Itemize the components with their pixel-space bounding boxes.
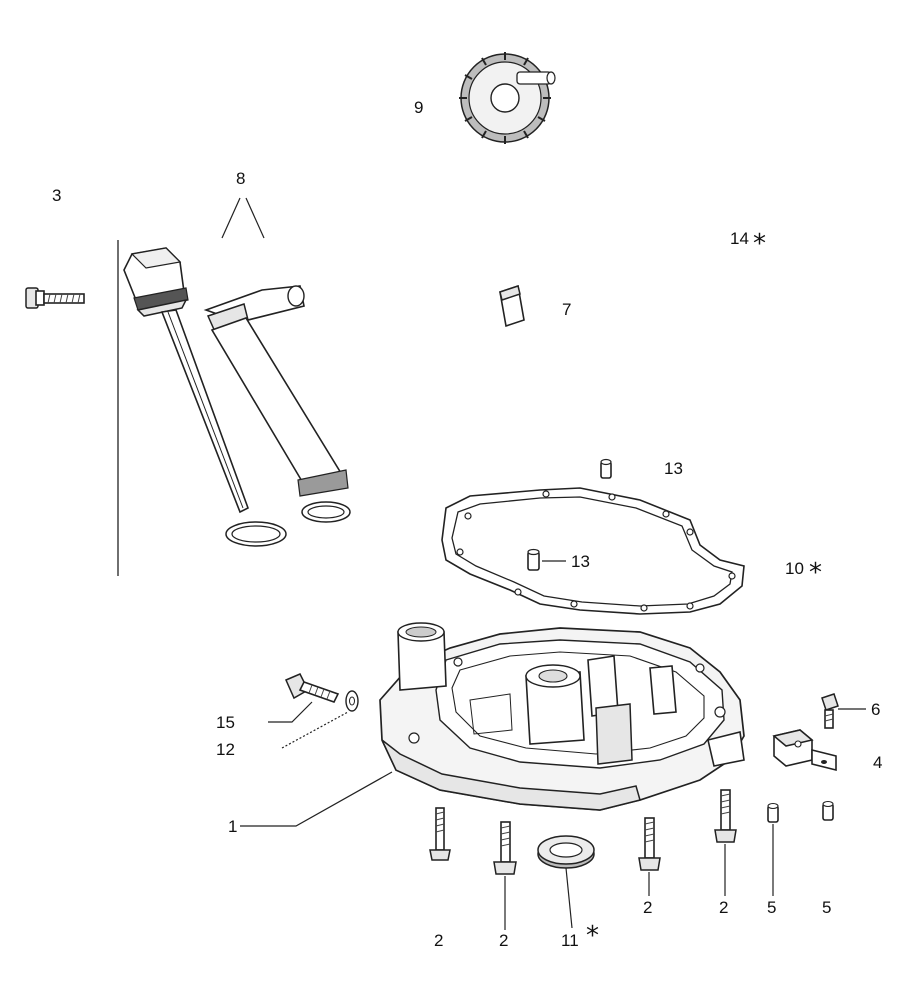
callout-1: 1 bbox=[228, 817, 237, 836]
callout-11: 11 bbox=[561, 931, 579, 950]
filler-tube-part-8 bbox=[203, 285, 349, 497]
bolt-part-2-a bbox=[429, 807, 451, 861]
bolt-part-15 bbox=[285, 673, 340, 703]
bolt-part-2-d bbox=[714, 789, 737, 843]
gasket-part-10 bbox=[441, 487, 745, 615]
callout-2-c: 2 bbox=[643, 898, 652, 917]
callout-13-top: 13 bbox=[664, 459, 683, 478]
callout-4: 4 bbox=[873, 753, 882, 772]
callout-12: 12 bbox=[216, 740, 235, 759]
dipstick-part-8 bbox=[123, 247, 249, 514]
bolt-part-6 bbox=[821, 693, 839, 729]
leader-8-right bbox=[245, 197, 265, 239]
bolt-part-2-b bbox=[493, 821, 517, 875]
dowel-pin-part-13-center bbox=[527, 548, 540, 571]
callout-6: 6 bbox=[871, 700, 880, 719]
key-part-7 bbox=[499, 284, 525, 328]
washer-part-12 bbox=[345, 690, 359, 712]
bolt-part-3 bbox=[25, 287, 85, 309]
bracket-part-4 bbox=[772, 729, 837, 772]
callout-5-a: 5 bbox=[767, 898, 776, 917]
callout-7: 7 bbox=[562, 300, 571, 319]
gear-part-9 bbox=[459, 52, 556, 144]
asterisk-14: * bbox=[753, 229, 766, 259]
bolt-part-2-c bbox=[638, 817, 661, 871]
leader-15 bbox=[268, 701, 313, 723]
leader-8-left bbox=[221, 197, 241, 239]
callout-5-b: 5 bbox=[822, 898, 831, 917]
callout-8: 8 bbox=[236, 169, 245, 188]
leader-11 bbox=[565, 867, 573, 929]
pin-part-5-a bbox=[767, 802, 779, 823]
leader-12 bbox=[281, 711, 349, 749]
asterisk-11: * bbox=[586, 921, 599, 951]
oring-washer-right bbox=[301, 501, 351, 523]
callout-15: 15 bbox=[216, 713, 235, 732]
oring-washer-left bbox=[225, 521, 287, 547]
callout-10: 10 bbox=[785, 559, 804, 578]
crankcase-cover-part-1 bbox=[379, 622, 745, 811]
callout-9: 9 bbox=[414, 98, 423, 117]
oil-seal-part-11 bbox=[537, 835, 595, 869]
pin-part-5-b bbox=[822, 800, 834, 821]
leader-1 bbox=[240, 771, 393, 827]
callout-2-a: 2 bbox=[434, 931, 443, 950]
dowel-pin-part-13-top bbox=[600, 458, 612, 479]
callout-2-b: 2 bbox=[499, 931, 508, 950]
callout-3: 3 bbox=[52, 186, 61, 205]
callout-14: 14 bbox=[730, 229, 749, 248]
callout-2-d: 2 bbox=[719, 898, 728, 917]
asterisk-10: * bbox=[809, 558, 822, 588]
callout-13-center: 13 bbox=[571, 552, 590, 571]
